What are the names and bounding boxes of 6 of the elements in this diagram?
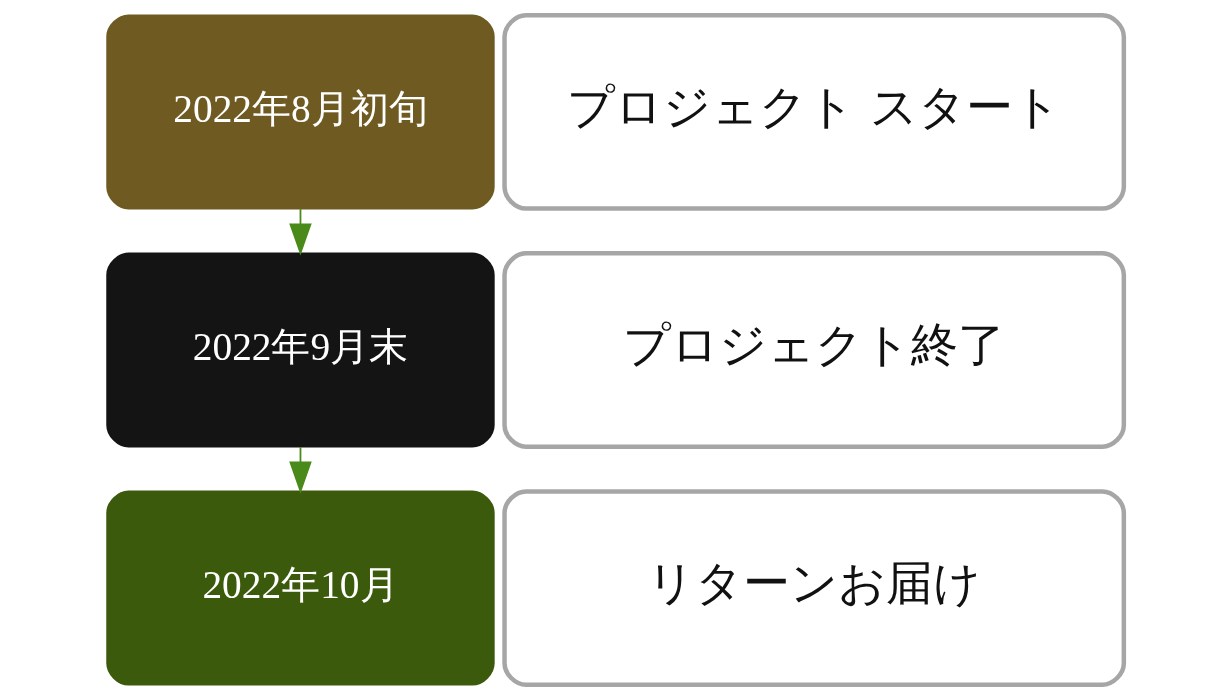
node-box: リターンお届け bbox=[501, 489, 1126, 687]
node-box: 2022年10月 bbox=[105, 490, 495, 686]
node-box: 2022年8月初旬 bbox=[105, 14, 495, 210]
node-box: プロジェクト終了 bbox=[501, 251, 1126, 449]
node-box: 2022年9月末 bbox=[105, 252, 495, 448]
node-box: プロジェクト スタート bbox=[501, 13, 1126, 211]
